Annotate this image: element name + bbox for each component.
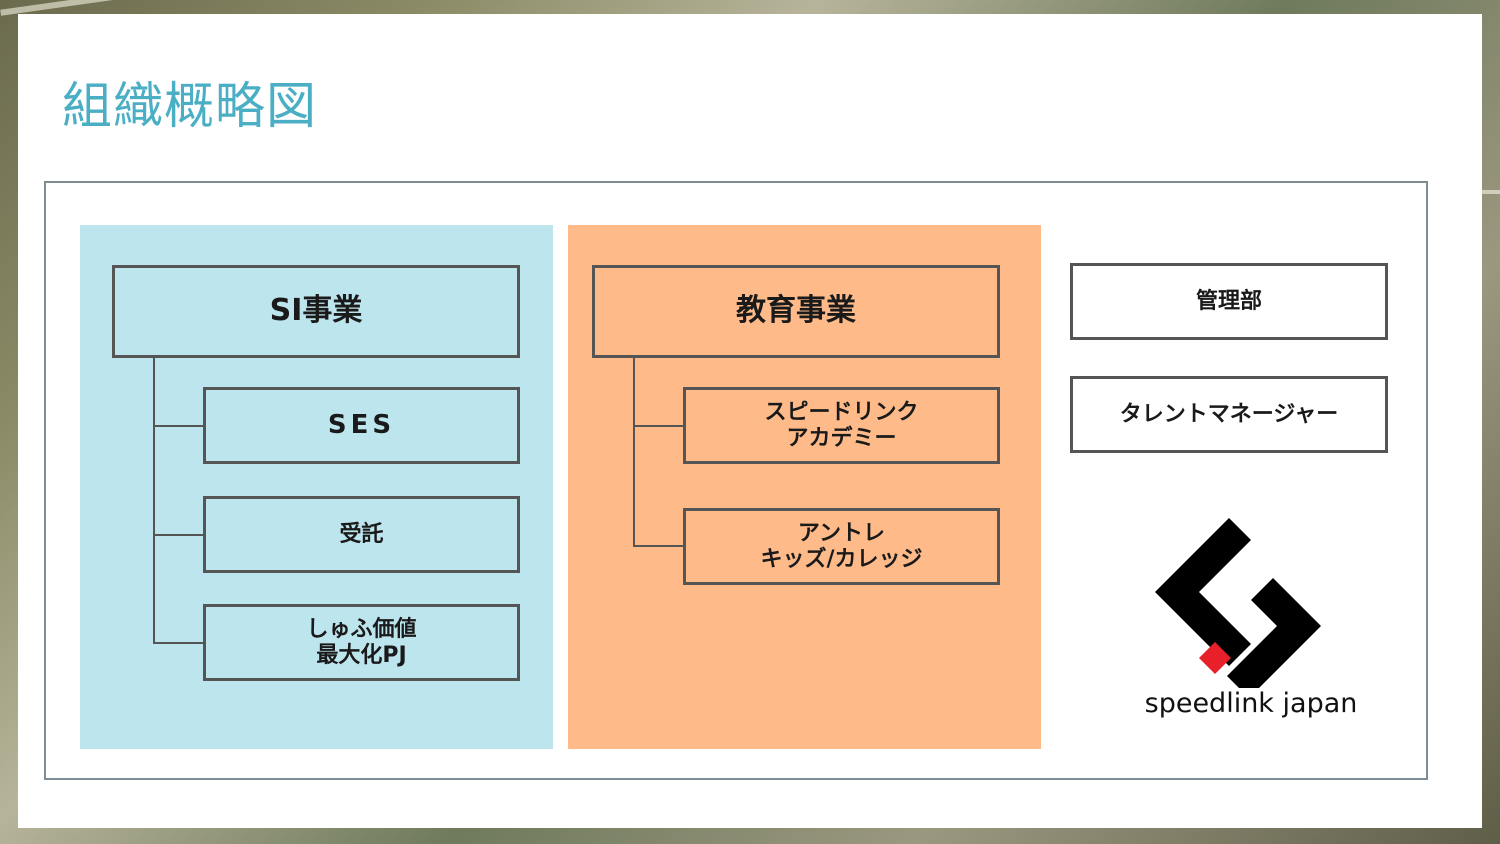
talent-manager-box: タレントマネージャー	[1070, 376, 1388, 453]
logo-wordmark: speedlink japan	[1144, 688, 1358, 719]
side-unit-label: 管理部	[1195, 288, 1262, 314]
education-division-header-label: 教育事業	[736, 293, 856, 329]
si-unit-label: SES	[327, 409, 396, 440]
si-division-header-label: SI事業	[269, 293, 363, 329]
edu-connector-branch	[633, 545, 684, 547]
si-connector-vertical	[153, 358, 155, 643]
side-unit-label: タレントマネージャー	[1119, 401, 1339, 427]
org-chart-frame: SI事業 SES 受託 しゅふ価値 最大化PJ 教育事業	[44, 181, 1428, 780]
si-connector-branch	[153, 642, 204, 644]
company-logo: speedlink japan	[1131, 518, 1371, 733]
admin-department-box: 管理部	[1070, 263, 1388, 340]
education-division-header: 教育事業	[592, 265, 1000, 358]
edu-connector-branch	[633, 425, 684, 427]
si-unit-shufu-project: しゅふ価値 最大化PJ	[203, 604, 520, 681]
si-unit-ses: SES	[203, 387, 520, 464]
si-connector-branch	[153, 425, 204, 427]
si-unit-label: 受託	[339, 521, 384, 547]
si-division-header: SI事業	[112, 265, 520, 358]
si-connector-branch	[153, 534, 204, 536]
si-unit-contract: 受託	[203, 496, 520, 573]
background-streak	[1482, 190, 1500, 194]
page-title: 組織概略図	[62, 77, 317, 135]
edu-connector-vertical	[633, 358, 635, 547]
si-unit-label: しゅふ価値 最大化PJ	[306, 617, 417, 668]
edu-unit-label: スピードリンク アカデミー	[764, 400, 919, 451]
edu-unit-academy: スピードリンク アカデミー	[683, 387, 1000, 464]
logo-mark-icon	[1155, 518, 1321, 698]
edu-unit-kids-college: アントレ キッズ/カレッジ	[683, 508, 1000, 585]
edu-unit-label: アントレ キッズ/カレッジ	[760, 521, 923, 572]
si-division-panel: SI事業 SES 受託 しゅふ価値 最大化PJ	[80, 225, 553, 749]
slide: 組織概略図 SI事業 SES 受託 しゅふ価値 最大化PJ	[18, 14, 1482, 828]
education-division-panel: 教育事業 スピードリンク アカデミー アントレ キッズ/カレッジ	[568, 225, 1041, 749]
